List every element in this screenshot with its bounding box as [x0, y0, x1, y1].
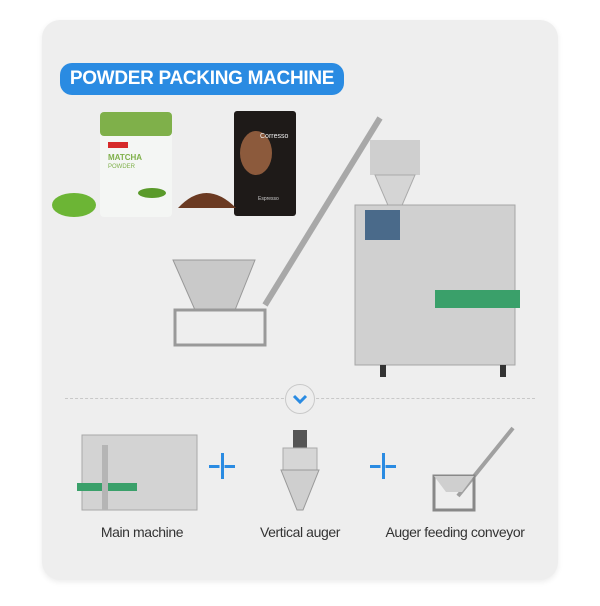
- component-label-vertical-auger: Vertical auger: [259, 524, 340, 540]
- component-label-auger-conveyor: Auger feeding conveyor: [385, 524, 525, 540]
- chevron-down-icon: [292, 394, 308, 405]
- chevron-down-button[interactable]: [285, 384, 315, 414]
- matcha-product-image: MATCHA POWDER: [52, 112, 172, 217]
- coffee-product-image: Corresso Espresso: [178, 111, 296, 216]
- coffee-brand: Corresso: [260, 133, 289, 140]
- hero-machine-image: [172, 116, 520, 377]
- main-machine-image: [77, 434, 198, 511]
- plus-icon: [209, 453, 235, 479]
- vertical-auger-image: [280, 430, 320, 511]
- auger-conveyor-image: [432, 426, 515, 512]
- page-title: POWDER PACKING MACHINE: [60, 63, 344, 95]
- plus-icon: [370, 453, 396, 479]
- matcha-sub: POWDER: [108, 164, 136, 170]
- matcha-brand: MATCHA: [108, 153, 142, 162]
- coffee-sub: Espresso: [258, 196, 279, 202]
- component-label-main-machine: Main machine: [100, 524, 184, 540]
